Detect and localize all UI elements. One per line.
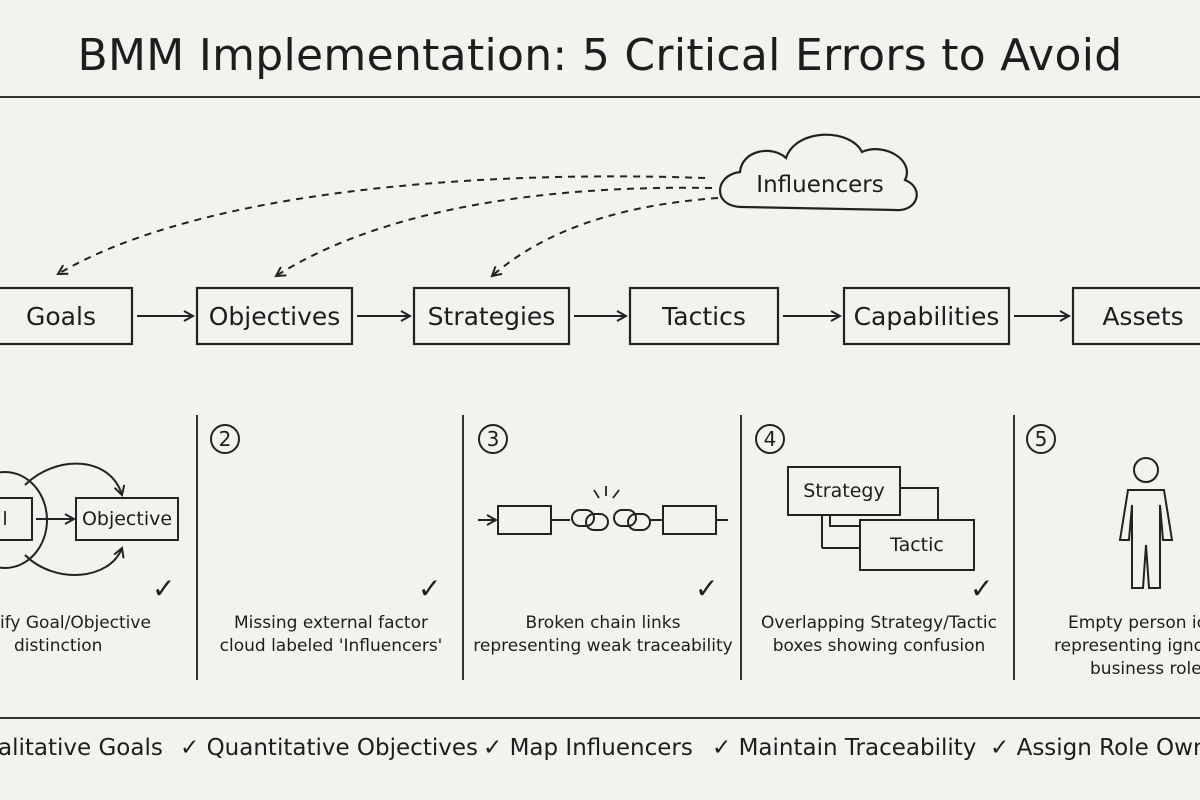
assets-box bbox=[1071, 286, 1200, 346]
footer-checklist: alitative Goals ✓ Quantitative Objective… bbox=[0, 735, 1200, 771]
influence-to-goals bbox=[58, 175, 706, 274]
panel1-loop-top bbox=[24, 462, 122, 495]
page-title: BMM Implementation: 5 Critical Errors to… bbox=[77, 30, 1123, 81]
footer-item-5: ✓ Assign Role Owne bbox=[990, 735, 1200, 761]
chain-tactics-label: Tactics bbox=[662, 301, 746, 331]
chain-objectives-label: Objectives bbox=[208, 301, 341, 331]
panel-2-check-icon: ✓ bbox=[418, 572, 442, 605]
panel4-tactic-label: Tactic bbox=[890, 534, 944, 556]
chain-goals-label: Goals bbox=[26, 301, 96, 331]
footer-item-4: ✓ Maintain Traceability bbox=[712, 735, 977, 761]
panel1-left-label: l bbox=[2, 508, 8, 530]
strategy-box bbox=[787, 466, 901, 516]
panel4-strategy-label: Strategy bbox=[803, 480, 885, 502]
chain-capabilities-label: Capabilities bbox=[853, 301, 1000, 331]
footer-item-2: ✓ Quantitative Objectives bbox=[180, 735, 478, 761]
influencers-cloud bbox=[718, 133, 918, 212]
panel-3-number: 3 bbox=[478, 424, 508, 454]
capabilities-box bbox=[842, 286, 1011, 346]
chain-strategies-label: Strategies bbox=[427, 301, 556, 331]
influencers-label: Influencers bbox=[756, 172, 884, 198]
chain-box-left bbox=[497, 505, 552, 535]
chain-assets-label: Assets bbox=[1102, 301, 1184, 331]
panel3-sketch bbox=[478, 486, 728, 535]
break-sparks bbox=[593, 486, 620, 499]
chain-link-d bbox=[627, 513, 651, 531]
panel1-objective-label: Objective bbox=[81, 508, 173, 530]
panel-2-number: 2 bbox=[210, 424, 240, 454]
influence-to-strategies bbox=[492, 197, 719, 276]
panel-dividers bbox=[196, 415, 1015, 680]
panel1-sketch bbox=[0, 462, 179, 576]
influence-arrows bbox=[58, 175, 719, 276]
objectives-box bbox=[195, 286, 354, 346]
panel-4-number: 4 bbox=[755, 424, 785, 454]
chain-box-right bbox=[662, 505, 717, 535]
goals-box bbox=[0, 286, 134, 346]
panel4-sketch bbox=[787, 466, 975, 571]
panel-1-check-icon: ✓ bbox=[152, 572, 176, 605]
strategies-box bbox=[412, 286, 571, 346]
person-icon bbox=[1118, 457, 1174, 589]
footer-item-3: ✓ Map Influencers bbox=[483, 735, 693, 761]
panel1-left-box bbox=[0, 497, 33, 541]
chain-boxes bbox=[0, 286, 1200, 346]
panel1-objective-box bbox=[75, 497, 179, 541]
panel-4-check-icon: ✓ bbox=[970, 572, 994, 605]
tactic-box bbox=[859, 519, 975, 571]
panel-5-number: 5 bbox=[1026, 424, 1056, 454]
chain-link-b bbox=[585, 513, 609, 531]
tactics-box bbox=[628, 286, 780, 346]
chain-link-c bbox=[613, 509, 637, 527]
panel-3-check-icon: ✓ bbox=[695, 572, 719, 605]
panel1-loop-bottom bbox=[24, 548, 122, 576]
chain-link-a bbox=[571, 509, 595, 527]
influence-to-objectives bbox=[276, 186, 713, 276]
footer-item-1: alitative Goals bbox=[0, 735, 163, 761]
